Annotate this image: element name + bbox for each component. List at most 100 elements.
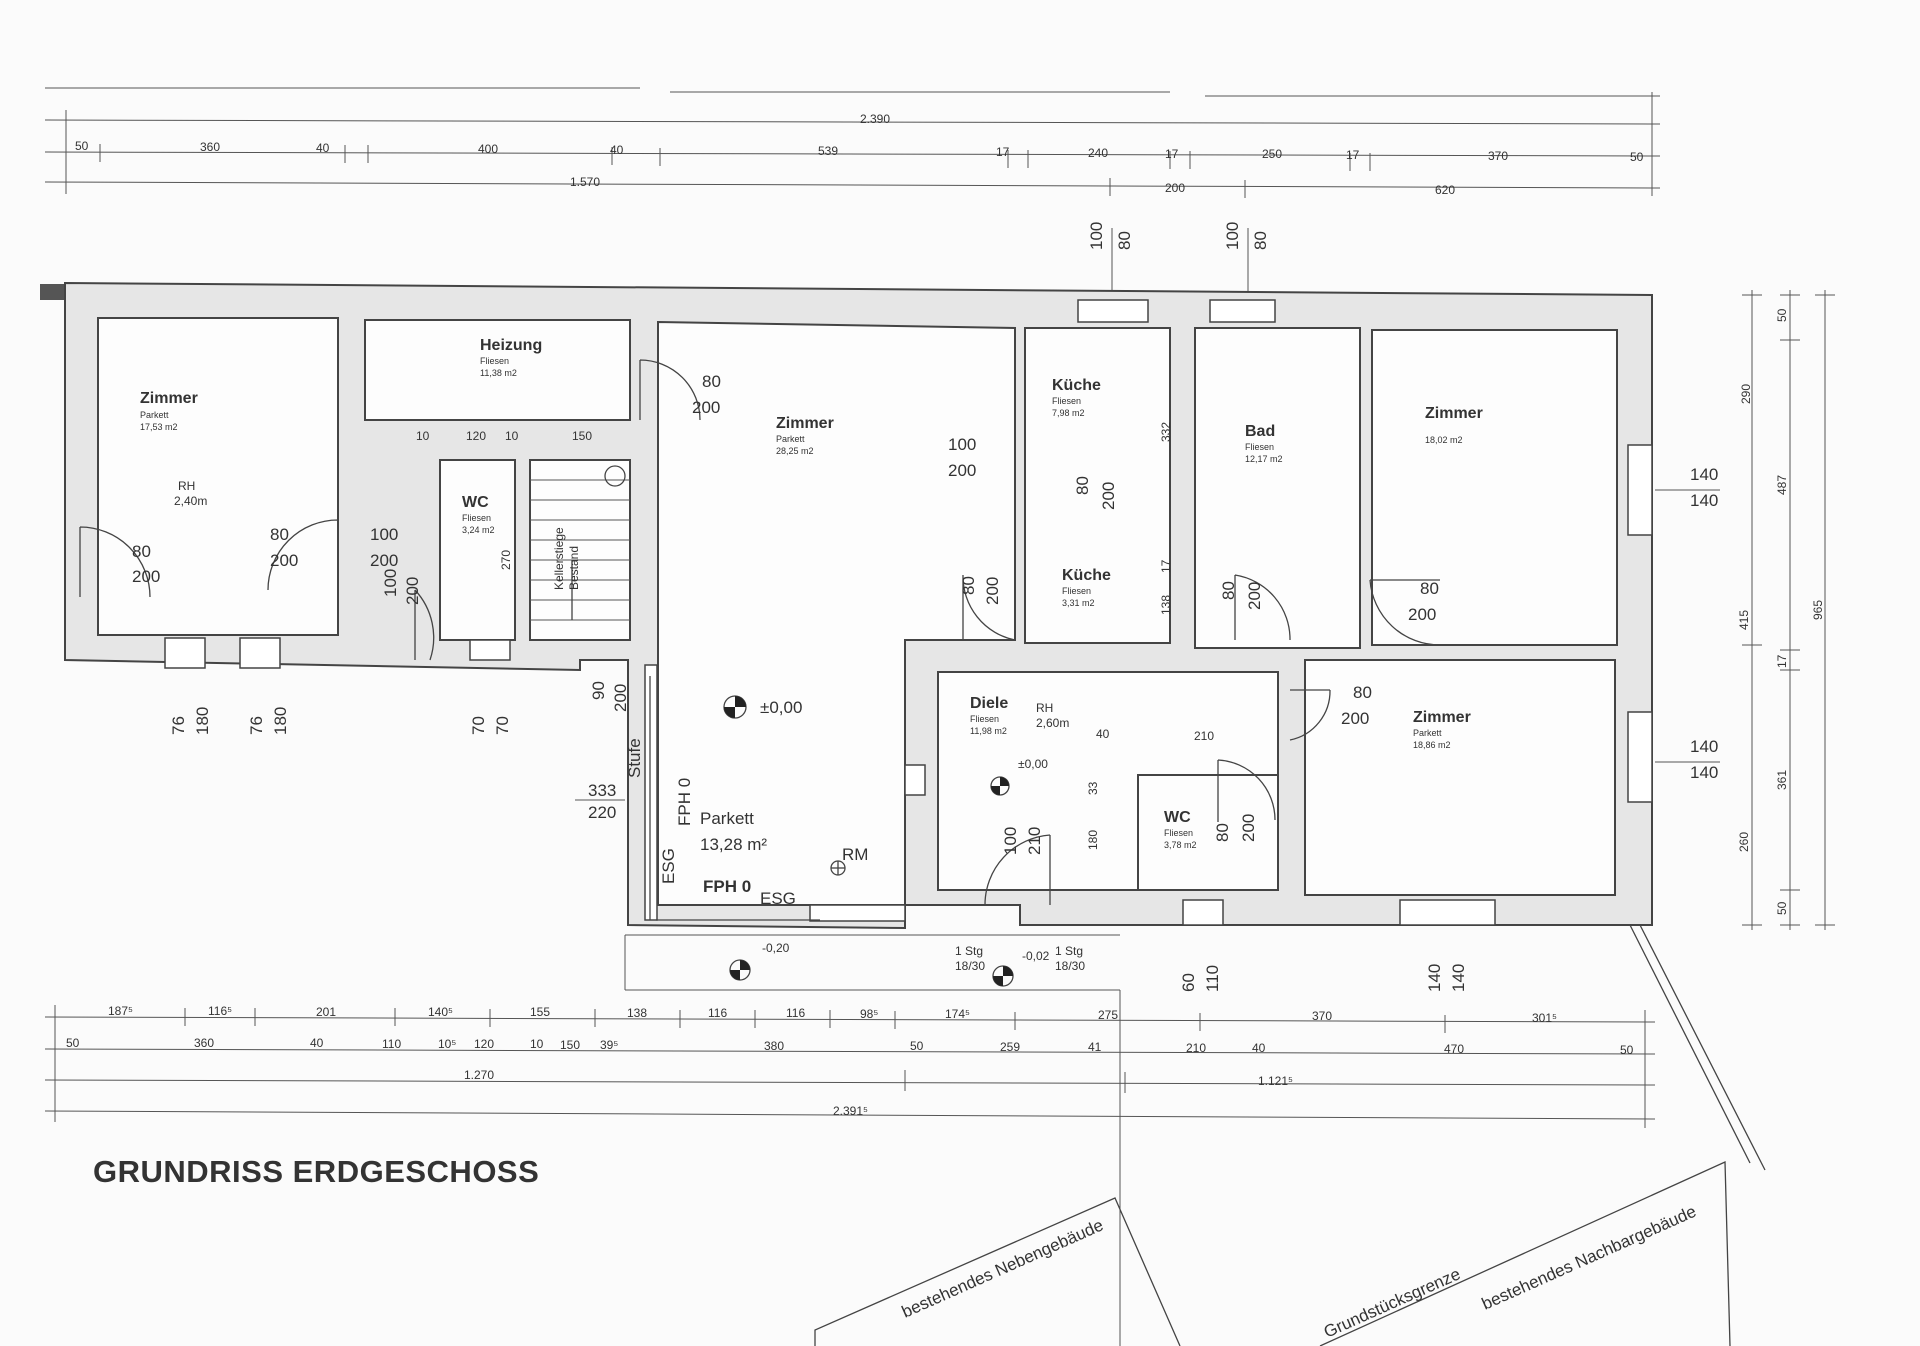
room-floor: Fliesen <box>970 714 999 724</box>
plan-title: GRUNDRISS ERDGESCHOSS <box>93 1154 539 1189</box>
dim-label: 138 <box>627 1006 647 1020</box>
dim-label: 120 <box>474 1037 494 1051</box>
dim-label: 150 <box>572 429 592 443</box>
room-floor: Parkett <box>776 434 805 444</box>
room-floor: Parkett <box>1413 728 1442 738</box>
room-floor: Fliesen <box>1062 586 1091 596</box>
room-floor: Parkett <box>140 410 169 420</box>
dim-label: 210 <box>1186 1041 1206 1055</box>
window-tag: 100 <box>1223 222 1242 250</box>
room-name: WC <box>462 494 489 511</box>
dim-label: 361 <box>1775 770 1789 790</box>
stufe-label: Stufe <box>625 738 644 778</box>
room-name: Zimmer <box>140 390 198 407</box>
dim-label: 50 <box>1775 308 1789 322</box>
dim-label: 17 <box>1346 148 1360 162</box>
step-label: 1 Stg <box>1055 944 1083 958</box>
dim-label: 41 <box>1088 1040 1102 1054</box>
door-width: 100 <box>1001 827 1020 855</box>
window-width: 140 <box>1690 465 1718 484</box>
window-width: 76 <box>247 716 266 735</box>
room-area: 12,17 m2 <box>1245 454 1283 464</box>
door-height: 200 <box>132 567 160 586</box>
room-floor: Fliesen <box>1164 828 1193 838</box>
room-name: Heizung <box>480 337 542 354</box>
dim-label: 270 <box>499 550 513 570</box>
dim-label: 116 <box>786 1006 805 1020</box>
dim-label: 40 <box>316 141 330 155</box>
door-height: 200 <box>370 551 398 570</box>
dim-overall-bottom: 2.391⁵ <box>833 1104 868 1118</box>
door-height: 200 <box>403 577 422 605</box>
dim-label: 415 <box>1737 610 1751 630</box>
window-tag: 100 <box>1087 222 1106 250</box>
rm-label: RM <box>842 845 868 864</box>
right-dimension-lines: 50 487 415 965 17 361 260 50 <box>1737 290 1835 930</box>
room-bad: Bad Fliesen 12,17 m2 <box>1245 423 1283 464</box>
level-outside-1: -0,20 <box>762 941 790 955</box>
window-width: 76 <box>169 716 188 735</box>
bottom-dimension-lines <box>44 1005 1656 1128</box>
room-area: 7,98 m2 <box>1052 408 1085 418</box>
dim-label: 332 <box>1159 422 1173 442</box>
rh-label: RH <box>178 479 195 493</box>
dim-label: 17 <box>1775 654 1789 668</box>
parkett-area: 13,28 m² <box>700 835 767 854</box>
dim-label: 360 <box>194 1036 214 1050</box>
level-diele: ±0,00 <box>1018 757 1048 771</box>
room-kueche-1: Küche Fliesen 7,98 m2 <box>1052 377 1101 418</box>
room-name: Zimmer <box>1413 709 1471 726</box>
room-floor: Fliesen <box>462 513 491 523</box>
dim-label: 116 <box>708 1006 727 1020</box>
step-label: 1 Stg <box>955 944 983 958</box>
esg-horizontal-label: ESG <box>760 889 796 908</box>
door-height: 210 <box>1025 827 1044 855</box>
door-height: 200 <box>270 551 298 570</box>
dim-label: 10 <box>530 1037 544 1051</box>
dim-label: 40 <box>610 143 624 157</box>
nebengebaeude-label: bestehendes Nebengebäude <box>899 1215 1106 1321</box>
dim-label: 539 <box>818 144 838 158</box>
dim-label: 180 <box>1086 830 1100 850</box>
room-name: Diele <box>970 695 1008 712</box>
nachbargebaeude-label: bestehendes Nachbargebäude <box>1479 1202 1699 1314</box>
dim-right-a-top: 200 <box>1165 181 1185 195</box>
door-width: 80 <box>1213 823 1232 842</box>
window-height: 180 <box>193 707 212 735</box>
rh-height: 2,60m <box>1036 716 1069 730</box>
dim-label: 250 <box>1262 147 1282 161</box>
dim-label: 116⁵ <box>208 1004 232 1018</box>
door-width: 80 <box>1219 581 1238 600</box>
dim-overall-top: 2.390 <box>860 112 890 126</box>
dim-label: 17 <box>996 145 1010 159</box>
dim-label: 259 <box>1000 1040 1020 1054</box>
dim-label: 39⁵ <box>600 1038 618 1052</box>
door-width: 80 <box>1353 683 1372 702</box>
room-floor: Fliesen <box>480 356 509 366</box>
dim-label: 210 <box>1194 729 1214 743</box>
door-width: 80 <box>1073 476 1092 495</box>
dim-label: 50 <box>66 1036 80 1050</box>
door-height: 200 <box>1408 605 1436 624</box>
door-height: 200 <box>983 577 1002 605</box>
room-floor: Fliesen <box>1052 396 1081 406</box>
dim-label: 50 <box>1620 1043 1634 1057</box>
dim-left-span-bottom: 1.270 <box>464 1068 494 1082</box>
door-width: 100 <box>948 435 976 454</box>
step-size: 18/30 <box>1055 959 1085 973</box>
window-width: 140 <box>1690 737 1718 756</box>
room-area: 11,98 m2 <box>970 726 1007 736</box>
rh-label: RH <box>1036 701 1053 715</box>
bestand-label: Bestand <box>567 546 581 590</box>
room-diele: Diele Fliesen 11,98 m2 RH 2,60m <box>970 695 1069 736</box>
door-height: 200 <box>1099 482 1118 510</box>
dim-label: 138 <box>1159 595 1173 615</box>
door-width: 80 <box>702 372 721 391</box>
dim-label: 40 <box>310 1036 324 1050</box>
window-tag: 80 <box>1251 231 1270 250</box>
dim-label: 290 <box>1739 384 1753 404</box>
room-zimmer-3: Zimmer 18,02 m2 <box>1425 405 1483 445</box>
room-zimmer-1: Zimmer Parkett 17,53 m2 RH 2,40m <box>140 390 207 508</box>
